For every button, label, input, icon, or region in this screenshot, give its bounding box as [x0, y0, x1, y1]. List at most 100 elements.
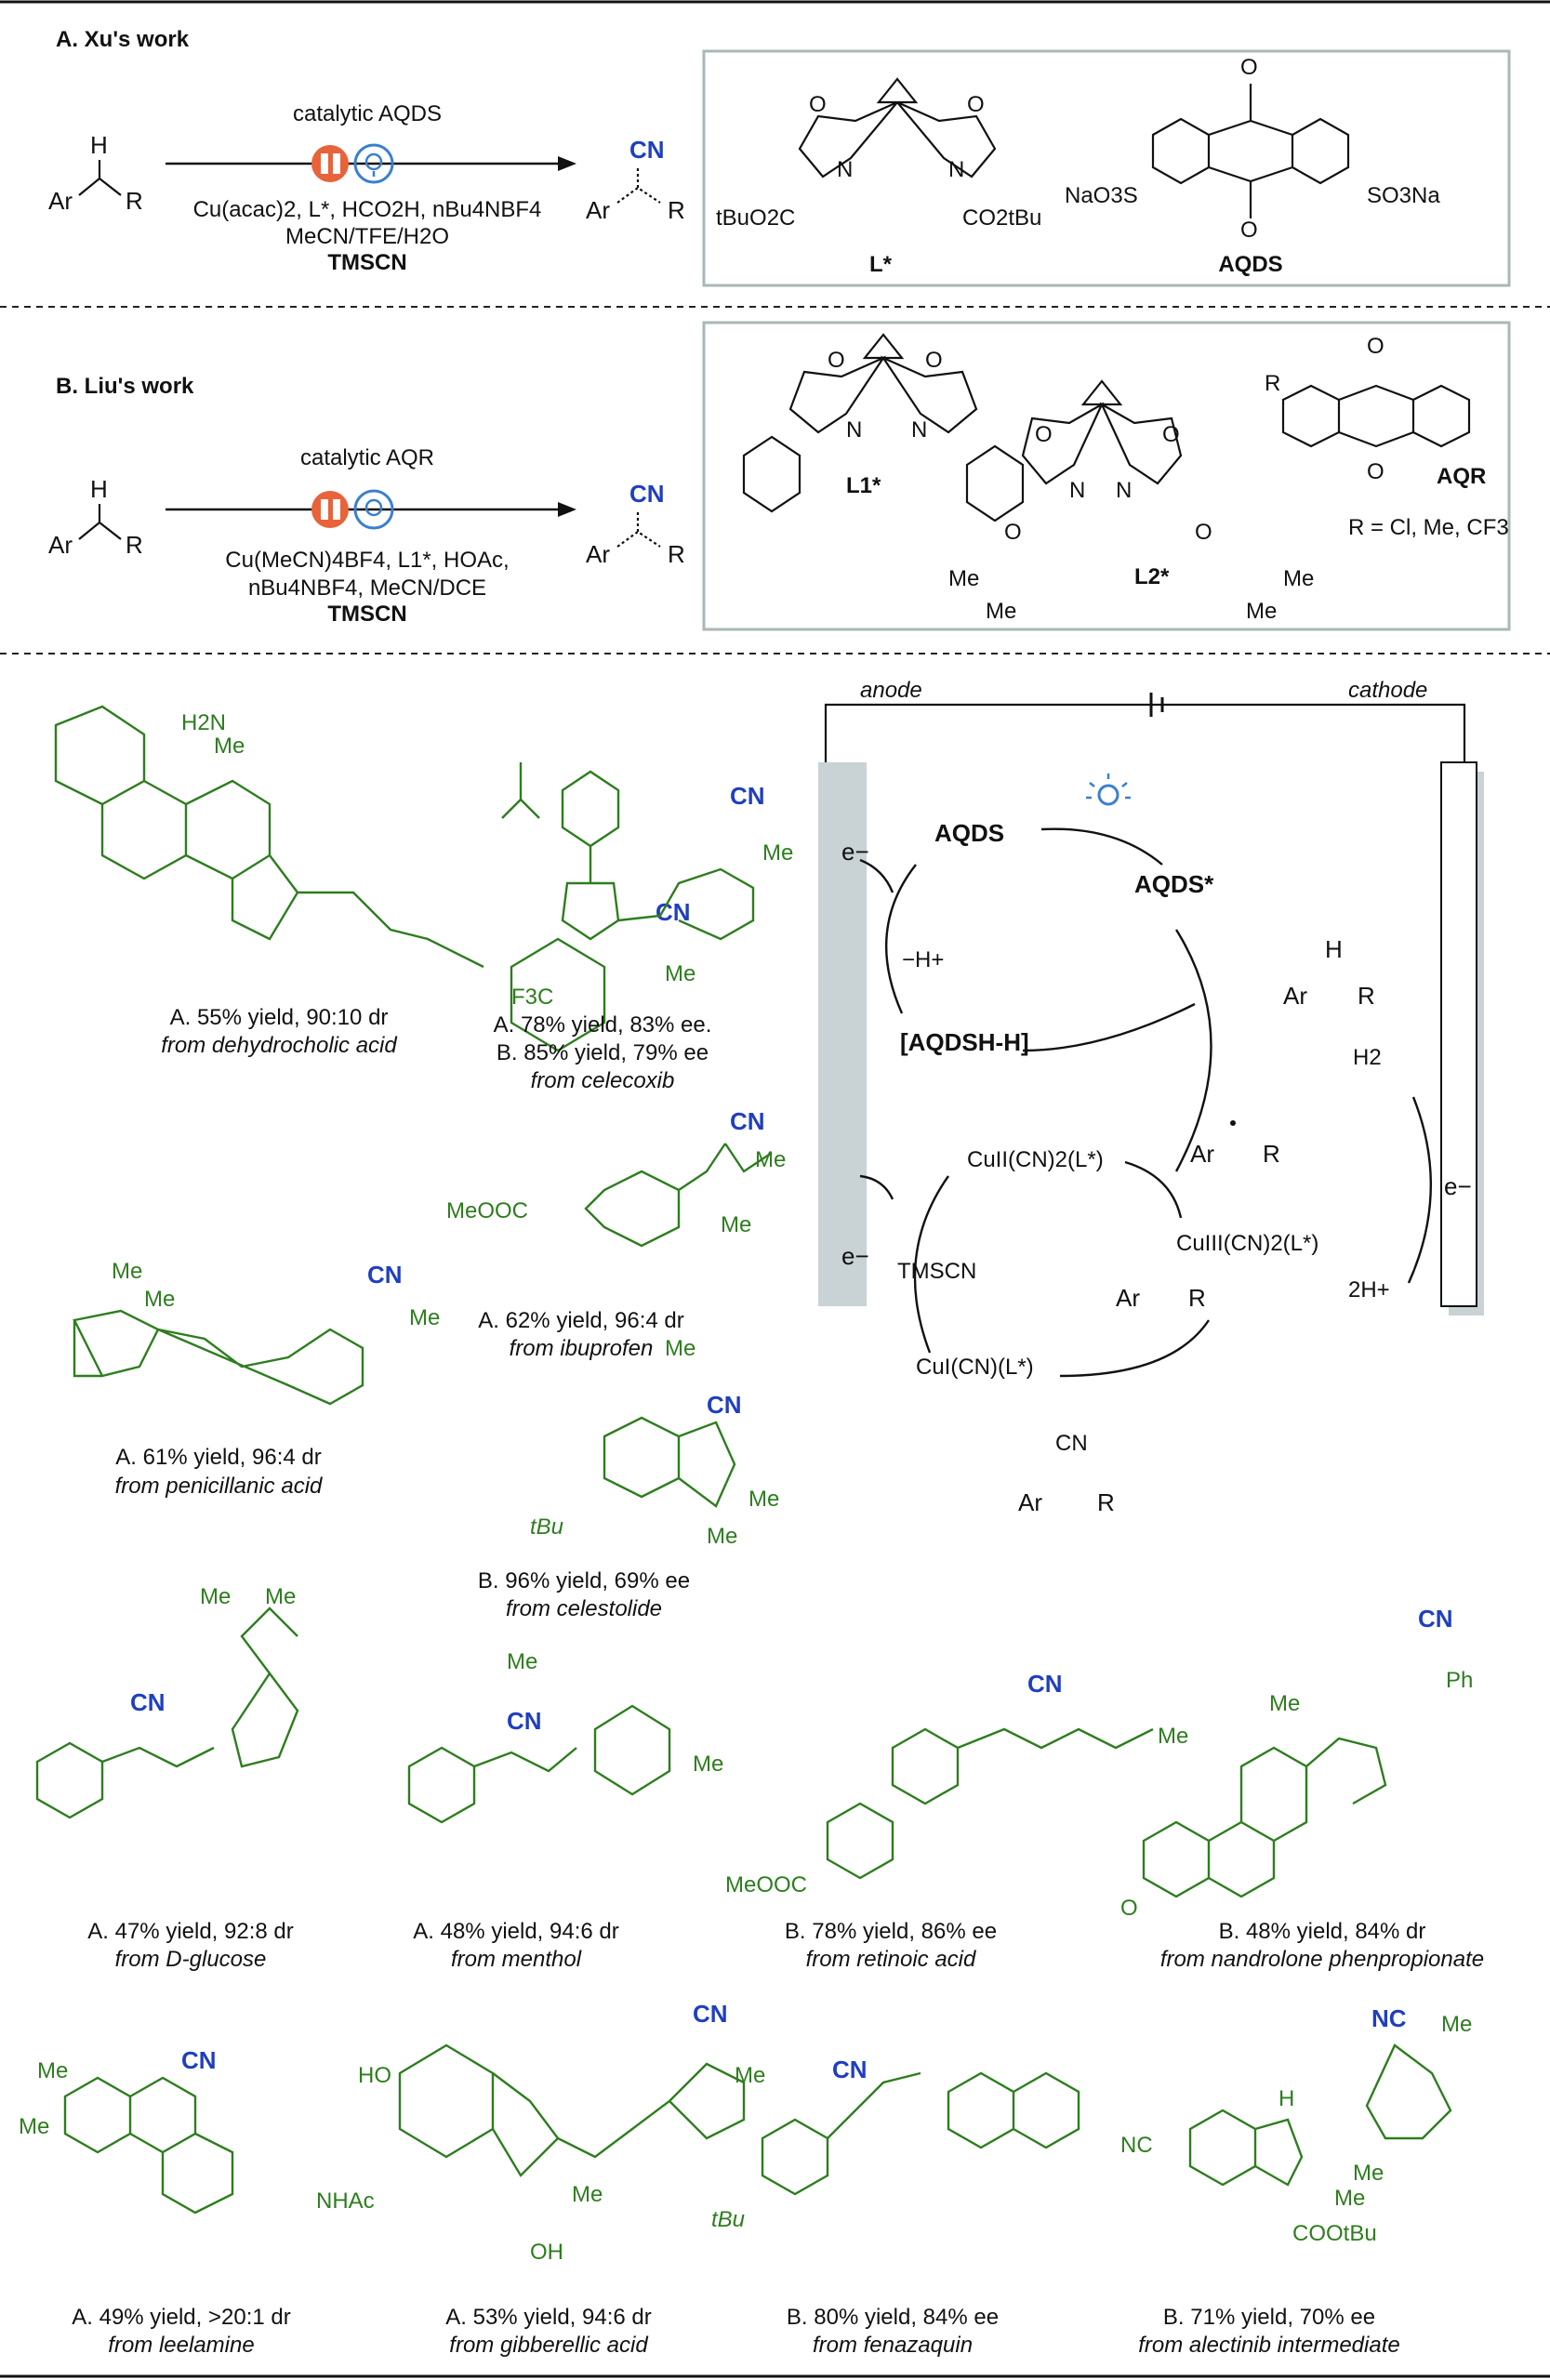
gibb-oh: OH	[530, 2240, 563, 2265]
svg-text:O: O	[1035, 422, 1053, 447]
substrate-b-h: H	[90, 475, 108, 503]
svg-text:O: O	[1240, 218, 1258, 243]
product-11-line2: from gibberellic acid	[449, 2333, 648, 2358]
product-ar-b: Ar	[586, 540, 610, 568]
pen-me-1: Me	[144, 1287, 175, 1312]
mech-2h: 2H+	[1348, 1277, 1390, 1302]
product-3-line2: from ibuprofen	[510, 1336, 654, 1361]
product-cn-b: CN	[629, 480, 665, 508]
product-7-line1: A. 48% yield, 94:6 dr	[413, 1919, 618, 1944]
dehydro-me: Me	[665, 961, 696, 986]
alectinib-nc: NC	[1120, 2133, 1153, 2158]
product-7-line2: from menthol	[451, 1947, 582, 1972]
product-1-line2: from dehydrocholic acid	[161, 1033, 397, 1058]
leelamine-me-2: Me	[37, 2058, 68, 2083]
product-bonds-b	[616, 509, 661, 548]
retinoic-cn: CN	[1027, 1670, 1063, 1698]
gibb-me-1: Me	[735, 2063, 765, 2088]
alectinib-me-2: Me	[1334, 2186, 1365, 2211]
aqds-structure: O O NaO3S SO3Na AQDS	[1065, 55, 1440, 277]
product-8-line1: B. 78% yield, 86% ee	[785, 1919, 997, 1944]
structure-fenazaquin: CN tBu	[711, 2056, 1080, 2232]
section-a: A. Xu's work Ar H R catalytic AQDS Cu(ac…	[48, 27, 1511, 287]
section-b: B. Liu's work Ar H R catalytic AQR Cu(Me…	[48, 321, 1511, 631]
mech-sub-h: H	[1325, 935, 1343, 963]
structure-leelamine: CN Me Me NHAc	[19, 2046, 375, 2215]
product-structures: CN Me Me A. 55% yield, 90:10 dr from deh…	[19, 705, 1484, 2358]
l2-label: L2*	[1134, 564, 1170, 589]
reaction-arrowhead-b	[558, 502, 576, 517]
svg-text:O: O	[809, 92, 827, 117]
electron-cathode: e−	[1444, 1172, 1472, 1200]
svg-text:O: O	[925, 348, 943, 373]
nandrolone-ph: Ph	[1446, 1668, 1473, 1693]
ligand-right-ester: CO2tBu	[962, 205, 1041, 231]
alectinib-h: H	[1278, 2086, 1294, 2111]
product-4-line1: A. 61% yield, 96:4 dr	[115, 1445, 321, 1470]
product-4-line2: from penicillanic acid	[115, 1474, 323, 1499]
retinoic-meooc: MeOOC	[725, 1872, 807, 1897]
section-b-title: B. Liu's work	[56, 374, 194, 399]
structure-menthol: CN Me Me	[407, 1649, 723, 1824]
leelamine-cn: CN	[181, 2046, 217, 2074]
conditions-a-2: MeCN/TFE/H2O	[285, 224, 449, 249]
product-3-line1: A. 62% yield, 96:4 dr	[478, 1308, 683, 1333]
fenazaquin-cn: CN	[832, 2056, 868, 2083]
substrate-bonds	[78, 160, 122, 196]
product-12-line2: from fenazaquin	[813, 2333, 973, 2358]
product-bonds-a	[616, 165, 661, 204]
conditions-b-3: TMSCN	[327, 602, 406, 627]
substrate-b-r: R	[126, 531, 143, 559]
celecoxib-cn: CN	[730, 782, 765, 810]
section-a-box	[702, 49, 1511, 287]
l1-label: L1*	[846, 473, 881, 498]
section-b-box	[702, 321, 1511, 631]
mech-product-ar: Ar	[1018, 1488, 1042, 1516]
menthol-me-1: Me	[507, 1649, 537, 1674]
arrow-aqdsh-to-aqds	[884, 864, 917, 1014]
structure-celestolide: Me CN tBu Me Me	[530, 1336, 779, 1549]
arrow-to-anode-1	[859, 858, 894, 893]
fenazaquin-tbu: tBu	[711, 2207, 745, 2232]
arrow-to-aqdsh	[1022, 1002, 1196, 1052]
arrow-aqds-excite	[1040, 827, 1163, 866]
svg-text:O: O	[1004, 520, 1022, 545]
glucose-cn: CN	[130, 1688, 166, 1716]
arrow-cu3-to-cu1	[1059, 1319, 1210, 1378]
aqr-label: AQR	[1437, 464, 1486, 489]
product-r-b: R	[668, 540, 685, 568]
product-9-line1: B. 48% yield, 84% dr	[1219, 1919, 1426, 1944]
product-13-line2: from alectinib intermediate	[1138, 2333, 1399, 2358]
ligand-l1-star: O O N N L1*	[742, 333, 1025, 522]
substrate-b-bonds	[78, 504, 122, 540]
section-b-product: CN Ar R	[586, 480, 685, 568]
leelamine-nhac: NHAc	[316, 2188, 375, 2214]
celest-tbu: tBu	[530, 1514, 563, 1540]
product-2-line2: B. 85% yield, 79% ee	[497, 1040, 709, 1065]
product-8-line2: from retinoic acid	[806, 1947, 976, 1972]
conditions-a-1: Cu(acac)2, L*, HCO2H, nBu4NBF4	[193, 197, 542, 222]
mech-h2: H2	[1353, 1045, 1382, 1070]
svg-text:N: N	[911, 417, 927, 443]
ligand-label-a: L*	[869, 252, 893, 277]
nandrolone-o: O	[1120, 1896, 1138, 1921]
nandrolone-me: Me	[1269, 1691, 1300, 1716]
mech-product-cn: CN	[1055, 1431, 1088, 1456]
svg-text:N: N	[948, 157, 964, 182]
product-12-line1: B. 80% yield, 84% ee	[787, 2305, 999, 2330]
gibb-me-2: Me	[572, 2182, 603, 2207]
product-6-line1: A. 47% yield, 92:8 dr	[87, 1919, 293, 1944]
celest-me-2: Me	[749, 1487, 779, 1512]
menthol-cn: CN	[507, 1707, 542, 1735]
product-ar-a: Ar	[586, 196, 610, 224]
mech-tmscn: TMSCN	[897, 1259, 976, 1284]
dehydro-cn: CN	[656, 898, 691, 926]
aqr-r-note: R = Cl, Me, CF3	[1348, 515, 1509, 540]
mech-sub-ar: Ar	[1283, 982, 1307, 1010]
product-13-line1: B. 71% yield, 70% ee	[1163, 2305, 1375, 2330]
product-cn-a: CN	[629, 136, 665, 164]
svg-text:O: O	[1240, 55, 1258, 80]
mech-cu2: CuII(CN)2(L*)	[967, 1147, 1104, 1172]
svg-text:N: N	[1069, 478, 1085, 503]
